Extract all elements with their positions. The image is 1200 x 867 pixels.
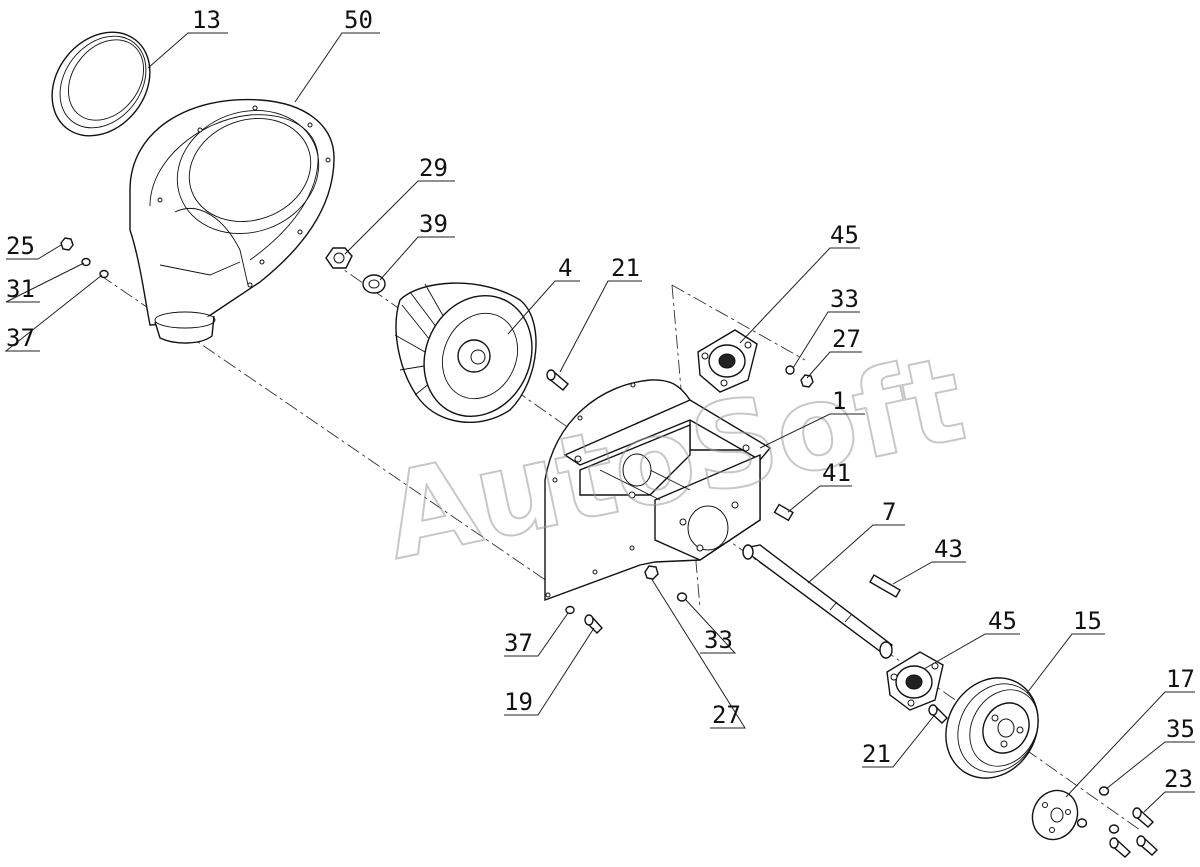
callout-39: 39 — [419, 210, 448, 238]
part-25-nut — [60, 237, 74, 251]
part-15-pulley — [945, 677, 1039, 779]
callout-27-upper: 27 — [832, 325, 861, 353]
part-27-nut-lower — [644, 565, 659, 580]
callout-13: 13 — [192, 6, 221, 34]
part-21-bolt-lower — [928, 704, 948, 724]
callout-21-upper: 21 — [611, 254, 640, 282]
axis-housing-bolts — [99, 274, 561, 591]
callout-27-lower: 27 — [712, 701, 741, 729]
callout-35: 35 — [1166, 715, 1195, 743]
part-31-washer — [81, 257, 91, 267]
callout-21-lower: 21 — [862, 740, 891, 768]
part-37-washer-upper — [99, 269, 109, 279]
part-45-flange-bearing-upper — [697, 329, 758, 393]
callout-33-lower: 33 — [704, 626, 733, 654]
part-13-seal-ring — [51, 31, 151, 137]
callout-7: 7 — [882, 498, 896, 526]
leader-lines — [4, 32, 1195, 813]
part-33-washer-lower — [676, 592, 688, 602]
part-39-washer — [362, 274, 386, 294]
part-41-key — [773, 503, 794, 522]
callout-25: 25 — [6, 232, 35, 260]
callout-37-upper: 37 — [6, 324, 35, 352]
part-7-shaft — [742, 544, 893, 659]
callout-37-lower: 37 — [504, 629, 533, 657]
part-19-bolt — [584, 614, 603, 634]
callout-17: 17 — [1166, 665, 1195, 693]
callout-19: 19 — [504, 688, 533, 716]
part-45-flange-bearing-lower — [886, 651, 944, 711]
axis-frame-top — [671, 284, 806, 361]
part-27-nut-upper — [800, 374, 814, 388]
callout-15: 15 — [1073, 607, 1102, 635]
part-37-washer-lower — [565, 605, 575, 615]
callout-43: 43 — [934, 535, 963, 563]
part-50-blower-housing — [129, 98, 335, 344]
callout-41: 41 — [822, 459, 851, 487]
callout-29: 29 — [419, 154, 448, 182]
callout-labels: 13 50 29 39 4 21 45 33 27 1 25 31 37 41 … — [6, 6, 1195, 793]
callout-45-lower: 45 — [988, 607, 1017, 635]
callout-33-upper: 33 — [830, 285, 859, 313]
callout-45-upper: 45 — [830, 221, 859, 249]
part-21-bolt-upper — [546, 369, 569, 391]
part-4-impeller — [394, 282, 537, 423]
callout-4: 4 — [558, 254, 572, 282]
callout-50: 50 — [344, 6, 373, 34]
part-43-key — [869, 574, 901, 598]
part-23-bolts — [1109, 807, 1159, 858]
callout-31: 31 — [6, 275, 35, 303]
part-33-washer-upper — [785, 365, 795, 375]
part-17-taper-hub — [1031, 789, 1079, 841]
part-1-frame — [544, 379, 772, 602]
callout-1: 1 — [832, 387, 846, 415]
callout-23: 23 — [1164, 765, 1193, 793]
